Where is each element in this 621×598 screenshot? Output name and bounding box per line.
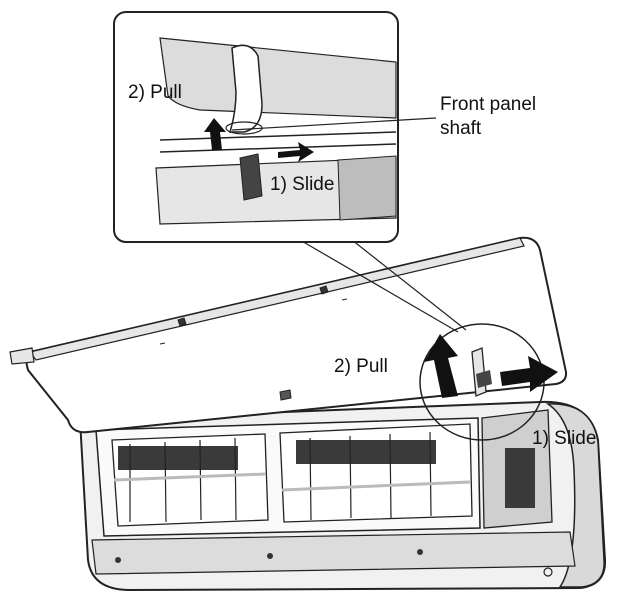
detail-rail (159, 131, 397, 153)
front-panel (9, 236, 568, 434)
front-panel-edge (28, 237, 525, 361)
main-slide-arrow (500, 356, 558, 392)
left-air-filter (111, 433, 269, 527)
detail-hook (228, 44, 263, 133)
detail-inset: 2) Pull 1) Slide (113, 11, 437, 243)
main-pull-label: 2) Pull (334, 356, 388, 377)
side-compartment-block (505, 448, 535, 508)
detail-slide-label: 1) Slide (270, 174, 334, 195)
detail-panel (159, 37, 397, 119)
detail-pull-label: 2) Pull (128, 82, 182, 103)
indoor-unit-body (78, 400, 607, 592)
shaft-callout-line (231, 117, 437, 131)
front-panel-shaft-label-line1: Front panel (440, 94, 536, 115)
unit-bottom-strip (91, 531, 576, 575)
front-panel-shaft-label-line2: shaft (440, 118, 482, 139)
detail-slide-arrow (278, 142, 314, 162)
main-slide-label: 1) Slide (532, 428, 596, 449)
detail-lower-body (155, 157, 397, 225)
front-panel-surface (25, 236, 568, 434)
detail-pull-arrow (204, 118, 226, 150)
detail-latch (239, 153, 263, 201)
right-air-filter (279, 423, 473, 523)
main-pull-arrow (424, 334, 458, 398)
detail-connector-lines (299, 239, 467, 333)
unit-end-cap (545, 403, 605, 588)
